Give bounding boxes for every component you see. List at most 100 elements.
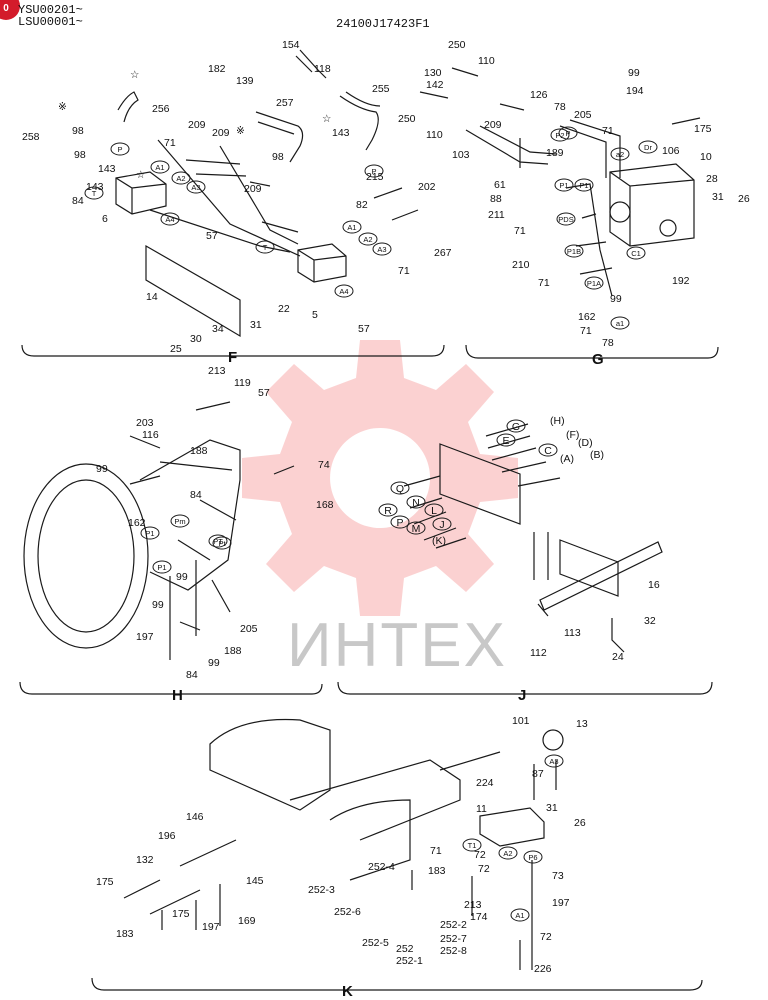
part-number-k-252-2: 252-2 [440,919,467,931]
paren-letter-f: (F) [566,429,579,441]
section-j-drawing [403,423,663,653]
part-number-f-258: 258 [22,131,40,143]
section-label-g: G [592,351,604,368]
part-number-k-72: 72 [478,863,490,875]
part-number-g-194: 194 [626,85,644,97]
part-number-f-30: 30 [190,333,202,345]
port-tag-p: P [565,129,570,138]
part-number-g-71: 71 [602,125,614,137]
part-number-k-175: 175 [172,908,190,920]
part-number-k-13: 13 [576,718,588,730]
part-number-f-143: 143 [98,163,116,175]
part-number-g-250: 250 [398,113,416,125]
port-tag-a1: A1 [515,911,524,920]
part-number-k-224: 224 [476,777,494,789]
part-number-g-189: 189 [546,147,564,159]
part-number-f-139: 139 [236,75,254,87]
circled-letter-outline [538,443,558,457]
circled-letter-outline [432,517,452,531]
part-number-j-16: 16 [648,579,660,591]
circled-letter-outline [424,503,444,517]
part-number-h-203: 203 [136,417,154,429]
port-tag-p1: P1 [145,529,154,538]
port-tag-a3: A3 [549,757,558,766]
part-number-k-183: 183 [116,928,134,940]
drawing-number: 24100J17423F1 [336,17,430,31]
section-g-drawing [419,67,701,297]
section-label-j: J [518,687,526,704]
port-tag-outline [626,246,646,260]
part-number-g-211: 211 [488,209,505,221]
section-h-drawing [23,401,295,660]
part-number-k-226: 226 [534,963,552,975]
port-tag-outline [638,140,658,154]
port-tag-outline [208,534,228,548]
part-number-k-132: 132 [136,854,154,866]
circled-letter-outline [390,515,410,529]
part-number-f-209: 209 [212,127,230,139]
bracket-g [465,344,719,359]
port-tag-outline [564,244,584,258]
page-badge: 0 [0,0,20,20]
part-number-f-14: 14 [146,291,158,303]
paren-letter-k: (K) [432,535,446,547]
port-tag-outline [152,560,172,574]
port-tag-outline [364,164,384,178]
paren-letter-h: (H) [550,415,565,427]
part-number-k-252-5: 252-5 [362,937,389,949]
part-number-k-71: 71 [430,845,442,857]
port-tag-outline [170,514,190,528]
part-number-h-213: 213 [208,365,226,377]
part-number-k-196: 196 [158,830,176,842]
port-tag-outline [372,242,392,256]
port-tag-p: P [371,167,376,176]
part-number-f-256: 256 [152,103,170,115]
port-tag-outline [171,171,191,185]
port-tag-outline [574,178,594,192]
port-tag-pt: Pt [218,539,226,548]
port-tag-outline [610,316,630,330]
port-tag-outline [584,276,604,290]
part-number-g-88: 88 [490,193,502,205]
port-tag-a3: A3 [191,183,200,192]
part-number-h-188: 188 [190,445,208,457]
circled-letter-outline [496,433,516,447]
circled-letter-n: N [412,497,420,509]
port-tag-t: T [263,243,268,252]
bracket-h [19,681,323,695]
part-number-g-142: 142 [426,79,444,91]
port-tag-pds: PDS [558,215,573,224]
paren-letter-a: (A) [560,453,574,465]
part-number-f-202: 202 [418,181,436,193]
bracket-k [91,977,703,991]
part-number-f-209: 209 [188,119,206,131]
part-number-k-72: 72 [474,849,486,861]
port-tag-outline [342,220,362,234]
part-number-g-78: 78 [554,101,566,113]
part-number-h-84: 84 [186,669,198,681]
part-number-g-126: 126 [530,89,548,101]
part-number-k-146: 146 [186,811,204,823]
part-number-k-252-7: 252-7 [440,933,467,945]
port-tag-outline [610,147,630,161]
part-number-g-28: 28 [706,173,718,185]
part-number-g-10: 10 [700,151,712,163]
part-number-k-11: 11 [476,803,487,815]
part-number-k-197: 197 [552,897,570,909]
part-number-f-182: 182 [208,63,226,75]
part-number-k-252-4: 252-4 [368,861,395,873]
part-number-g-162: 162 [578,311,596,323]
circled-letter-outline [506,419,526,433]
port-tag-outline [186,180,206,194]
circled-letter-e: E [502,435,509,447]
port-tag-outline [255,240,275,254]
part-number-h-99: 99 [152,599,164,611]
port-tag-outline [150,160,170,174]
part-number-f-57: 57 [358,323,370,335]
part-number-j-113: 113 [564,627,581,639]
part-number-g-99: 99 [610,293,622,305]
section-f-drawing [115,49,419,338]
part-number-g-106: 106 [662,145,680,157]
part-number-g-110: 110 [426,129,443,141]
